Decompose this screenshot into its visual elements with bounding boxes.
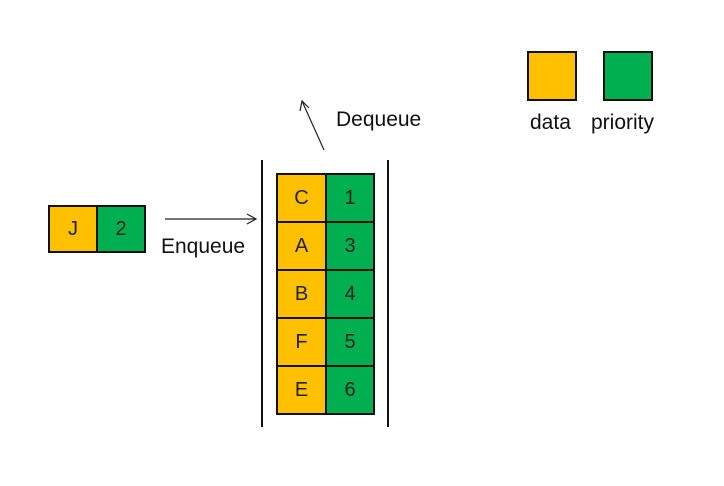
queue-data-cell: A (276, 221, 327, 271)
enqueue-label: Enqueue (161, 235, 246, 258)
incoming-data-cell: J (48, 205, 98, 253)
queue-priority-cell: 3 (325, 221, 375, 271)
legend-data-swatch (527, 51, 577, 101)
queue-priority-cell: 6 (325, 365, 375, 415)
queue-left-wall (261, 160, 263, 427)
queue-right-wall (387, 160, 389, 427)
enqueue-arrow (165, 213, 258, 225)
queue-data-cell: F (276, 317, 327, 367)
queue-data-cell: B (276, 269, 327, 319)
queue-priority-cell: 5 (325, 317, 375, 367)
legend-priority-swatch (603, 51, 653, 101)
dequeue-arrow (299, 99, 325, 151)
incoming-priority-cell: 2 (96, 205, 146, 253)
queue-priority-cell: 1 (325, 173, 375, 223)
dequeue-label: Dequeue (336, 108, 422, 131)
queue-data-cell: C (276, 173, 327, 223)
queue-data-cell: E (276, 365, 327, 415)
legend-priority-label: priority (591, 111, 655, 134)
queue-priority-cell: 4 (325, 269, 375, 319)
legend-data-label: data (530, 111, 571, 134)
